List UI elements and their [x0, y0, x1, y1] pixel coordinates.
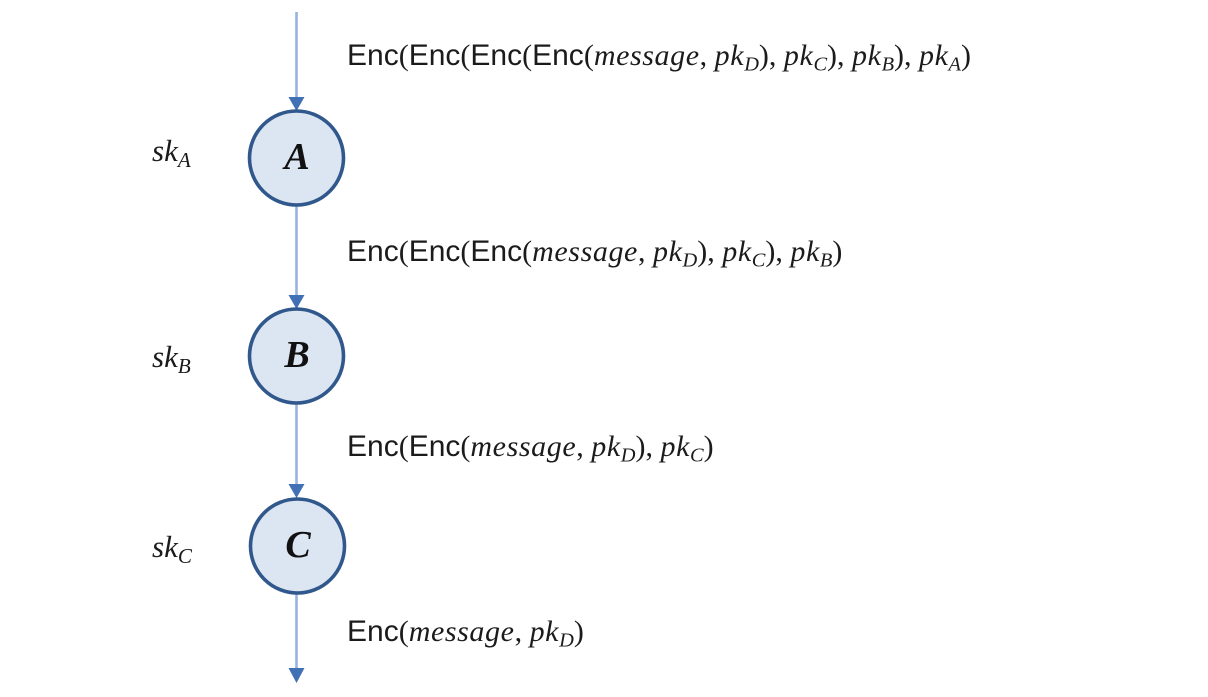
formula-segment: ) — [961, 39, 972, 72]
formula-segment: ), — [827, 39, 853, 72]
formula-segment: Enc — [470, 39, 523, 72]
formula-segment: ( — [522, 39, 533, 72]
formula-segment: B — [881, 53, 895, 76]
formula-segment: , — [637, 235, 653, 268]
formula-segment: , — [514, 615, 530, 648]
formula-segment: D — [620, 444, 636, 467]
secret-key-label-A: skA — [152, 131, 191, 180]
ciphertext-label-into-A: Enc(Enc(Enc(Enc(message, pkD), pkC), pkB… — [347, 35, 971, 86]
formula-segment: D — [744, 53, 759, 76]
formula-segment: ( — [398, 39, 409, 72]
secret-key-label-B: skB — [152, 337, 191, 386]
node-label-C: C — [285, 524, 311, 567]
formula-segment: pk — [790, 235, 820, 268]
formula-segment: message — [408, 615, 515, 648]
formula-segment: ( — [460, 235, 471, 268]
formula-segment: ) — [573, 615, 584, 648]
formula-segment: D — [682, 249, 698, 272]
formula-segment: ( — [398, 430, 409, 463]
formula-segment: ( — [583, 39, 594, 72]
node-label-B: B — [284, 334, 310, 377]
sk-subscript: B — [177, 353, 191, 378]
formula-segment: message — [532, 235, 638, 268]
arrowhead-B-to-C-icon — [288, 484, 305, 498]
formula-segment: Enc — [408, 235, 461, 268]
formula-segment: ( — [522, 235, 533, 268]
formula-segment: Enc — [347, 430, 399, 463]
formula-segment: ), — [894, 39, 920, 72]
formula-segment: Enc — [408, 430, 461, 463]
formula-segment: , — [576, 430, 592, 463]
ciphertext-label-B-to-C: Enc(Enc(message, pkD), pkC) — [347, 426, 714, 477]
node-circle-A — [247, 109, 346, 207]
formula-segment: C — [813, 53, 828, 76]
formula-segment: pk — [852, 39, 882, 72]
formula-segment: Enc — [347, 235, 399, 268]
formula-segment: pk — [919, 39, 949, 72]
node-circle-B — [247, 307, 346, 405]
formula-segment: , — [699, 39, 715, 72]
formula-segment: ) — [832, 235, 843, 268]
formula-segment: Enc — [347, 39, 399, 72]
arrowhead-into-A-icon — [288, 97, 305, 111]
formula-segment: A — [948, 53, 962, 76]
formula-segment: pk — [660, 430, 691, 463]
sk-subscript: C — [177, 543, 192, 568]
formula-segment: ), — [758, 39, 784, 72]
formula-segment: ), — [635, 430, 661, 463]
sk-base: sk — [152, 529, 178, 564]
node-circle-C — [248, 497, 347, 595]
formula-segment: C — [690, 444, 704, 467]
formula-segment: ( — [460, 430, 471, 463]
formula-segment: message — [470, 430, 577, 463]
formula-segment: ), — [765, 235, 791, 268]
formula-segment: Enc — [347, 615, 399, 648]
formula-segment: Enc — [408, 39, 461, 72]
sk-base: sk — [152, 133, 178, 168]
formula-segment: D — [559, 629, 574, 652]
formula-segment: ( — [398, 615, 409, 648]
formula-segment: Enc — [532, 39, 584, 72]
formula-segment: pk — [529, 615, 560, 648]
formula-segment: pk — [722, 235, 752, 268]
formula-segment: Enc — [470, 235, 523, 268]
formula-segment: C — [751, 249, 766, 272]
formula-segment: ) — [703, 430, 714, 463]
secret-key-label-C: skC — [152, 527, 192, 576]
formula-segment: pk — [652, 235, 683, 268]
arrowhead-A-to-B-icon — [288, 295, 305, 309]
arrowhead-out-of-C-icon — [288, 668, 305, 683]
formula-segment: ( — [460, 39, 471, 72]
formula-segment: pk — [714, 39, 745, 72]
sk-subscript: A — [177, 147, 191, 172]
formula-segment: pk — [591, 430, 621, 463]
ciphertext-label-out-of-C: Enc(message, pkD) — [347, 611, 584, 662]
ciphertext-label-A-to-B: Enc(Enc(Enc(message, pkD), pkC), pkB) — [347, 231, 842, 282]
formula-segment: B — [819, 249, 833, 272]
node-label-A: A — [284, 136, 310, 179]
formula-segment: pk — [783, 39, 814, 72]
formula-segment: message — [593, 39, 700, 72]
formula-segment: ( — [398, 235, 409, 268]
formula-segment: ), — [697, 235, 723, 268]
sk-base: sk — [152, 339, 178, 374]
